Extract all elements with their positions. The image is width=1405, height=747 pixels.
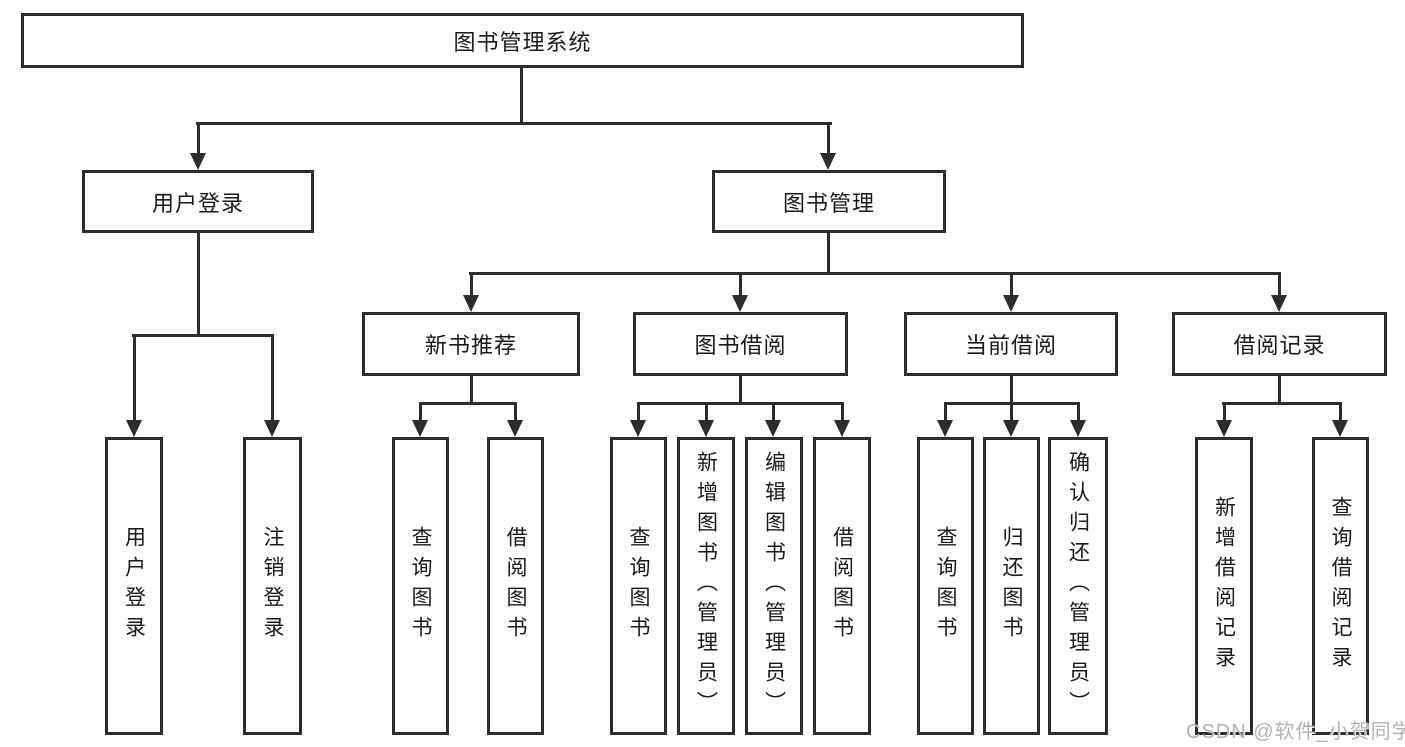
arrow-down-icon <box>765 420 781 437</box>
node-label: 注销登录 <box>261 526 284 646</box>
node-label: 查询借阅记录 <box>1329 496 1352 676</box>
node-label: 确认归还（管理员） <box>1066 451 1090 721</box>
arrow-down-icon <box>190 153 206 170</box>
connector-line <box>739 272 742 298</box>
node-label: 图书管理系统 <box>453 29 592 55</box>
node-label: 编辑图书（管理员） <box>762 451 786 721</box>
connector-line <box>419 402 422 422</box>
arrow-down-icon <box>1332 420 1348 437</box>
node-label: 用户登录 <box>122 526 146 646</box>
connector-line <box>772 402 775 422</box>
connector-line <box>419 402 517 405</box>
node-logout-action: 注销登录 <box>243 437 302 735</box>
connector-line <box>469 272 1281 275</box>
connector-line <box>827 233 830 275</box>
node-label: 新增图书（管理员） <box>694 451 718 721</box>
node-label: 图书管理 <box>782 190 875 216</box>
node-book-management: 图书管理 <box>712 170 946 233</box>
connector-line <box>1077 402 1080 422</box>
arrow-down-icon <box>937 420 953 437</box>
arrow-down-icon <box>820 153 836 170</box>
connector-line <box>1010 376 1013 405</box>
node-label: 新书推荐 <box>424 333 517 358</box>
arrow-down-icon <box>1070 420 1086 437</box>
connector-line <box>1278 272 1281 298</box>
node-confirm-return-admin: 确认归还（管理员） <box>1048 437 1108 735</box>
watermark-text: CSDN @软件_小贺同学 <box>1186 721 1405 743</box>
node-query-books-current: 查询图书 <box>917 437 974 735</box>
connector-line <box>1222 402 1342 405</box>
arrow-down-icon <box>834 420 850 437</box>
node-query-books-borrow: 查询图书 <box>610 437 667 735</box>
node-root-system: 图书管理系统 <box>21 13 1024 68</box>
arrow-down-icon <box>1216 420 1232 437</box>
node-user-login: 用户登录 <box>82 170 314 233</box>
connector-line <box>827 122 830 156</box>
connector-line <box>271 334 274 422</box>
node-book-borrow: 图书借阅 <box>633 312 848 376</box>
node-add-book-admin: 新增图书（管理员） <box>677 437 735 735</box>
connector-line <box>1278 376 1281 405</box>
connector-line <box>133 334 136 422</box>
node-label: 归还图书 <box>1000 526 1023 646</box>
node-label: 查询图书 <box>934 526 957 646</box>
arrow-down-icon <box>264 420 280 437</box>
connector-line <box>470 272 473 298</box>
connector-line <box>944 402 947 422</box>
connector-line <box>705 402 708 422</box>
node-edit-book-admin: 编辑图书（管理员） <box>745 437 803 735</box>
node-query-borrow-record: 查询借阅记录 <box>1312 437 1369 735</box>
node-label: 用户登录 <box>151 190 244 216</box>
arrow-down-icon <box>1003 295 1019 312</box>
connector-line <box>197 233 200 337</box>
connector-line <box>637 402 843 405</box>
node-label: 借阅图书 <box>504 526 527 646</box>
arrow-down-icon <box>732 295 748 312</box>
connector-line <box>739 376 742 405</box>
node-current-borrow: 当前借阅 <box>904 312 1118 376</box>
connector-line <box>196 122 832 125</box>
connector-line <box>470 376 473 405</box>
connector-line <box>637 402 640 422</box>
arrow-down-icon <box>1003 420 1019 437</box>
arrow-down-icon <box>463 295 479 312</box>
node-new-book-recommend: 新书推荐 <box>362 312 580 376</box>
arrow-down-icon <box>126 420 142 437</box>
node-borrow-books-recommend: 借阅图书 <box>487 437 544 735</box>
connector-line <box>1339 402 1342 422</box>
connector-line <box>1010 402 1013 422</box>
node-add-borrow-record: 新增借阅记录 <box>1195 437 1253 735</box>
connector-line <box>514 402 517 422</box>
node-label: 查询图书 <box>627 526 650 646</box>
node-label: 新增借阅记录 <box>1212 496 1236 676</box>
arrow-down-icon <box>698 420 714 437</box>
arrow-down-icon <box>412 420 428 437</box>
node-label: 图书借阅 <box>694 333 787 358</box>
node-label: 借阅图书 <box>830 526 854 646</box>
node-user-login-action: 用户登录 <box>105 437 163 735</box>
arrow-down-icon <box>1271 295 1287 312</box>
connector-line <box>841 402 844 422</box>
node-label: 查询图书 <box>409 526 432 646</box>
node-query-books-recommend: 查询图书 <box>392 437 449 735</box>
node-label: 借阅记录 <box>1233 333 1326 358</box>
connector-line <box>197 122 200 156</box>
node-borrow-books: 借阅图书 <box>813 437 871 735</box>
arrow-down-icon <box>507 420 523 437</box>
connector-line <box>1010 272 1013 298</box>
connector-line <box>132 334 274 337</box>
node-label: 当前借阅 <box>964 333 1057 358</box>
connector-line <box>520 68 523 125</box>
connector-line <box>1223 402 1226 422</box>
arrow-down-icon <box>630 420 646 437</box>
node-borrow-records: 借阅记录 <box>1172 312 1387 376</box>
node-return-book: 归还图书 <box>983 437 1040 735</box>
